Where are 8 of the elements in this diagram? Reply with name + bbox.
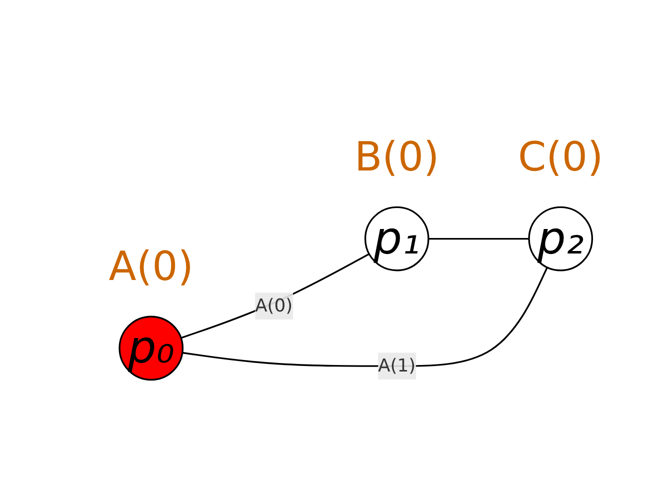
connector: [428, 238, 530, 240]
node-label: C(0): [518, 134, 604, 181]
node-label: B(0): [354, 134, 440, 181]
edge-label: A(0): [255, 294, 293, 316]
connector: [180, 253, 370, 339]
connector: [182, 267, 548, 367]
edge-label: A(1): [378, 354, 416, 376]
node-label: A(0): [108, 244, 194, 290]
